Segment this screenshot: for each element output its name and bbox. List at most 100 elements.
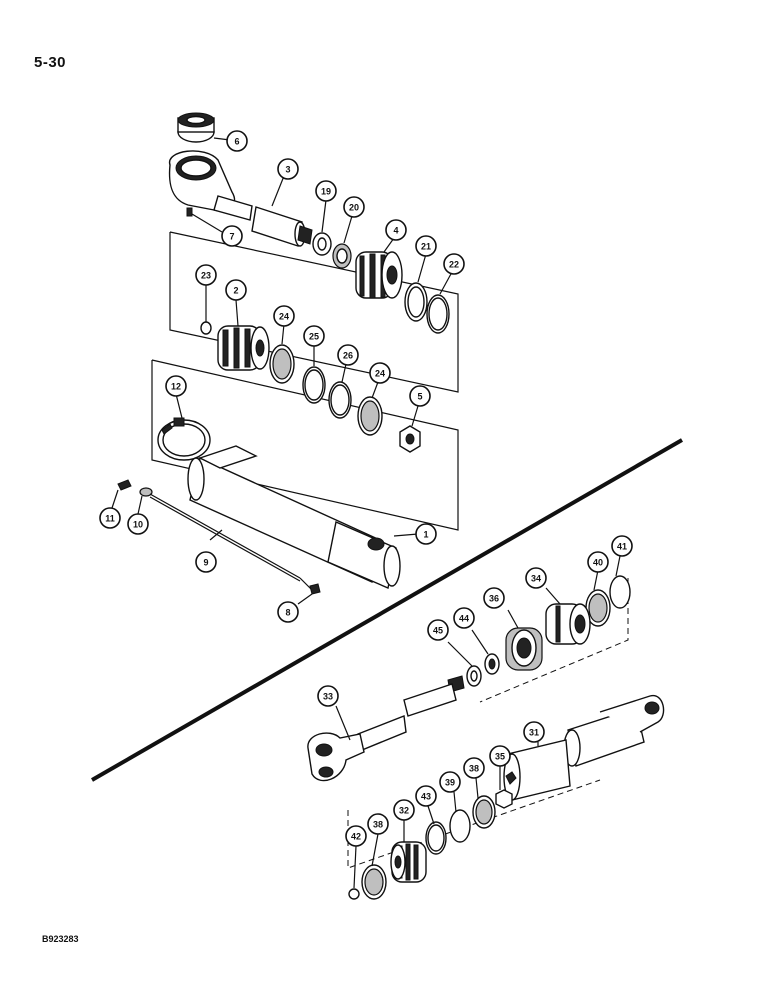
callout-31: 31 [523, 721, 545, 743]
page-number: 5-30 [34, 54, 67, 71]
callout-label: 31 [529, 728, 539, 738]
o-ring-part [449, 809, 471, 843]
callout-label: 38 [373, 820, 383, 830]
callout-label: 4 [393, 226, 398, 236]
piston-rod-part [307, 675, 465, 782]
callout-label: 24 [279, 312, 289, 322]
callout-26: 26 [337, 344, 359, 366]
threaded-collar-part [505, 627, 543, 671]
callout-20: 20 [343, 196, 365, 218]
upper-cylinder-assembly [111, 112, 459, 605]
callout-3: 3 [277, 158, 299, 180]
barrel-part [187, 445, 401, 589]
piston-part [390, 841, 427, 883]
callout-label: 23 [201, 271, 211, 281]
callout-1: 1 [415, 523, 437, 545]
callout-24: 24 [369, 362, 391, 384]
callout-21: 21 [415, 235, 437, 257]
callout-34: 34 [525, 567, 547, 589]
o-ring-part [609, 575, 631, 609]
callout-label: 40 [593, 558, 603, 568]
callout-label: 36 [489, 594, 499, 604]
callout-6: 6 [226, 130, 248, 152]
callout-layer: 6319204212272322425262451211110983440413… [99, 130, 633, 847]
callout-7: 7 [221, 225, 243, 247]
callout-11: 11 [99, 507, 121, 529]
callout-label: 22 [449, 260, 459, 270]
barrel-group-frame [151, 359, 459, 531]
callout-39: 39 [439, 771, 461, 793]
callout-35: 35 [489, 745, 511, 767]
callout-label: 20 [349, 203, 359, 213]
leader-lines-upper [111, 137, 453, 605]
piston-part [217, 325, 270, 371]
callout-label: 41 [617, 542, 627, 552]
callout-4: 4 [385, 219, 407, 241]
callout-label: 42 [351, 832, 361, 842]
small-ring-part [348, 888, 360, 900]
callout-label: 26 [343, 351, 353, 361]
callout-44: 44 [453, 607, 475, 629]
callout-40: 40 [587, 551, 609, 573]
nut-part [399, 425, 421, 453]
callout-label: 2 [233, 286, 238, 296]
callout-label: 39 [445, 778, 455, 788]
callout-23: 23 [195, 264, 217, 286]
callout-label: 3 [285, 165, 290, 175]
callout-32: 32 [393, 799, 415, 821]
callout-label: 25 [309, 332, 319, 342]
rod-eye-part [168, 150, 253, 221]
callout-label: 8 [285, 608, 290, 618]
callout-36: 36 [483, 587, 505, 609]
callout-2: 2 [225, 279, 247, 301]
lower-cylinder-assembly [307, 555, 665, 900]
callout-41: 41 [611, 535, 633, 557]
callout-label: 32 [399, 806, 409, 816]
callout-label: 19 [321, 187, 331, 197]
nut-part [495, 789, 513, 809]
tube-assembly-part [117, 479, 321, 595]
small-ring-part [200, 321, 212, 335]
callout-24: 24 [273, 305, 295, 327]
section-divider-line [91, 438, 683, 782]
callout-38: 38 [463, 757, 485, 779]
lower-group-frame-2 [347, 779, 601, 869]
callout-label: 7 [229, 232, 234, 242]
callout-label: 38 [469, 764, 479, 774]
callout-33: 33 [317, 685, 339, 707]
callout-label: 34 [531, 574, 541, 584]
callout-label: 43 [421, 792, 431, 802]
callout-43: 43 [415, 785, 437, 807]
gland-part [545, 603, 591, 645]
barrel-part [503, 695, 665, 801]
bushing-part [177, 112, 215, 143]
callout-label: 12 [171, 382, 181, 392]
callout-label: 35 [495, 752, 505, 762]
leader-lines-lower [335, 555, 621, 889]
callout-38: 38 [367, 813, 389, 835]
piston-rod-part [251, 206, 313, 247]
callout-label: 44 [459, 614, 469, 624]
callout-12: 12 [165, 375, 187, 397]
callout-label: 21 [421, 242, 431, 252]
callout-label: 24 [375, 369, 385, 379]
callout-25: 25 [303, 325, 325, 347]
callout-label: 9 [203, 558, 208, 568]
callout-42: 42 [345, 825, 367, 847]
callout-label: 1 [423, 530, 428, 540]
callout-label: 6 [234, 137, 239, 147]
gland-part [355, 251, 403, 299]
callout-22: 22 [443, 253, 465, 275]
callout-5: 5 [409, 385, 431, 407]
callout-label: 11 [105, 514, 115, 524]
callout-label: 33 [323, 692, 333, 702]
callout-19: 19 [315, 180, 337, 202]
callout-45: 45 [427, 619, 449, 641]
callout-label: 5 [417, 392, 422, 402]
figure-reference-code: B923283 [42, 934, 79, 944]
callout-label: 45 [433, 626, 443, 636]
callout-9: 9 [195, 551, 217, 573]
callout-label: 10 [133, 520, 143, 530]
